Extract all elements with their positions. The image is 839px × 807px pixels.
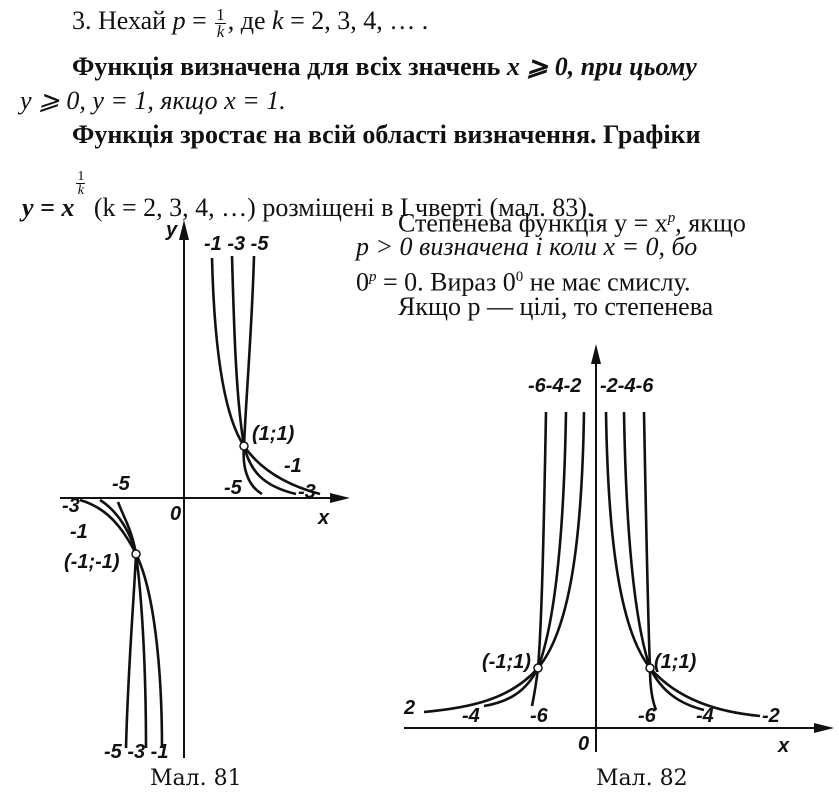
para2-text-a: Функція зростає на всій області визначен… [72, 120, 701, 149]
var-k: k [272, 6, 284, 35]
fig81-origin-label: 0 [170, 503, 181, 525]
fig82-top-right-labels: -2-4-6 [600, 375, 654, 397]
right-l1-sup: p [667, 210, 676, 226]
exp-den: k [77, 183, 84, 198]
para1-cond: x ⩾ 0, при цьому [506, 52, 697, 81]
fig81-bottom-labels: -5 -3 -1 [104, 741, 168, 763]
fig81-curve-q3-minus3 [99, 498, 148, 749]
fig81-curve-q1-minus3 [230, 255, 297, 496]
fig81-curve-q3-minus1 [79, 498, 164, 749]
fig82-origin-label: 0 [578, 733, 589, 755]
right-l3-mid: = 0. Вираз 0 [376, 267, 516, 297]
right-l2: p > 0 визначена і коли x = 0, бо [356, 232, 698, 261]
fig81-axis-y-label: y [165, 219, 178, 241]
fig82-point-left-label: (-1;1) [482, 651, 531, 673]
right-l3-sup2: 0 [515, 269, 524, 285]
right-l1: Степенева функція y = x [398, 208, 668, 238]
para1-line2: y ⩾ 0, y = 1, якщо x = 1. [20, 86, 286, 116]
right-line3: 0p = 0. Вираз 00 не має смислу. [356, 262, 690, 298]
figure-82: -6-4-2 -2-4-6 (-1;1) (1;1) 0 x 2 -4 -6 -… [403, 344, 834, 757]
fig82-curve-left-2 [423, 411, 586, 714]
fig82-point-left [533, 663, 543, 673]
fig82-y-arrow [591, 344, 601, 364]
line-1: 3. Нехай p = 1 k , де k = 2, 3, 4, … . [72, 6, 428, 40]
fig82-point-right-label: (1;1) [654, 651, 697, 673]
right-l1-end: , якщо [675, 208, 746, 238]
fig81-q1-label-minus3: -3 [298, 481, 316, 503]
para1-text-a: Функція визначена для всіх значень [72, 52, 501, 81]
right-l3-end: не має смислу. [523, 267, 691, 297]
para1-line1: Функція визначена для всіх значень x ⩾ 0… [72, 52, 697, 82]
word-de: , де [227, 6, 266, 35]
fraction-den: k [216, 21, 225, 41]
fig82-top-left-labels: -6-4-2 [528, 375, 581, 397]
exp-num: 1 [76, 169, 86, 184]
caption-fig81: Мал. 81 [150, 766, 242, 791]
fig81-q3-label-minus1: -1 [70, 521, 88, 543]
fig81-q1-label-minus1: -1 [284, 455, 302, 477]
fig81-q3-label-minus3: -3 [62, 495, 80, 517]
fig82-br-label-4: -4 [696, 705, 714, 727]
fig82-x-arrow [814, 723, 834, 733]
fig82-curve-right-minus2 [604, 411, 761, 718]
fig81-q1-label-minus5: -5 [224, 477, 243, 499]
fig81-curve-q1-minus5 [242, 255, 263, 496]
fig81-q3-label-minus5: -5 [112, 473, 131, 495]
k-values: = 2, 3, 4, … . [290, 6, 429, 35]
right-l3-pre: 0 [356, 267, 369, 297]
fig82-curve-left-6 [530, 411, 548, 707]
fig81-point-neg [131, 549, 141, 559]
para2-text-b: (k = 2, 3, 4, …) розміщені в І чверті (м… [93, 193, 594, 222]
fig82-curve-right-minus6 [642, 411, 658, 711]
fig82-bl-label-6: -6 [530, 705, 549, 727]
fig82-curve-left-4 [483, 411, 568, 708]
fig81-point-neg-label: (-1;-1) [64, 551, 120, 573]
fig81-point-pos-label: (1;1) [252, 423, 295, 445]
para2-line1: Функція зростає на всій області визначен… [72, 120, 701, 150]
right-l4: Якщо p — цілі, то степенева [398, 292, 714, 321]
fig81-y-arrow [179, 220, 189, 240]
fig82-bl-label-4: -4 [462, 705, 480, 727]
fig81-point-pos [239, 441, 249, 451]
right-line4: Якщо p — цілі, то степенева [398, 292, 713, 322]
fig82-curve-right-minus4 [622, 411, 705, 712]
fig82-axis-x-label: x [777, 735, 790, 757]
var-p: p [172, 6, 186, 35]
equals: = [192, 6, 207, 35]
formula-y-eq-x: y = x [22, 193, 75, 222]
fig81-top-labels: -1 -3 -5 [204, 233, 269, 255]
fraction-1-over-k: 1 k [215, 4, 226, 41]
fig82-bl-label-2: 2 [403, 697, 415, 719]
fig82-br-label-2: -2 [762, 705, 780, 727]
caption-fig82: Мал. 82 [596, 766, 688, 791]
fig81-curve-q3-minus5 [116, 501, 138, 749]
fig81-curve-q1-minus1 [210, 257, 321, 496]
figure-81: y x 0 -1 -3 -5 -5 -3 -1 (1;1) (-1;-1) -1… [60, 219, 350, 763]
item-number: 3. [72, 6, 92, 35]
fig82-point-right [645, 663, 655, 673]
fig81-axis-x-label: x [317, 507, 330, 529]
fig82-br-label-6: -6 [638, 705, 657, 727]
word-nehai: Нехай [98, 6, 167, 35]
right-l3-sup: p [369, 269, 377, 285]
fraction-num: 1 [215, 4, 226, 24]
fig81-x-arrow [330, 493, 350, 503]
right-line2: p > 0 визначена і коли x = 0, бо [356, 232, 697, 262]
right-line1: Степенева функція y = xp, якщо [398, 203, 746, 239]
para1-text-b: y ⩾ 0, y = 1, якщо x = 1. [20, 86, 286, 115]
